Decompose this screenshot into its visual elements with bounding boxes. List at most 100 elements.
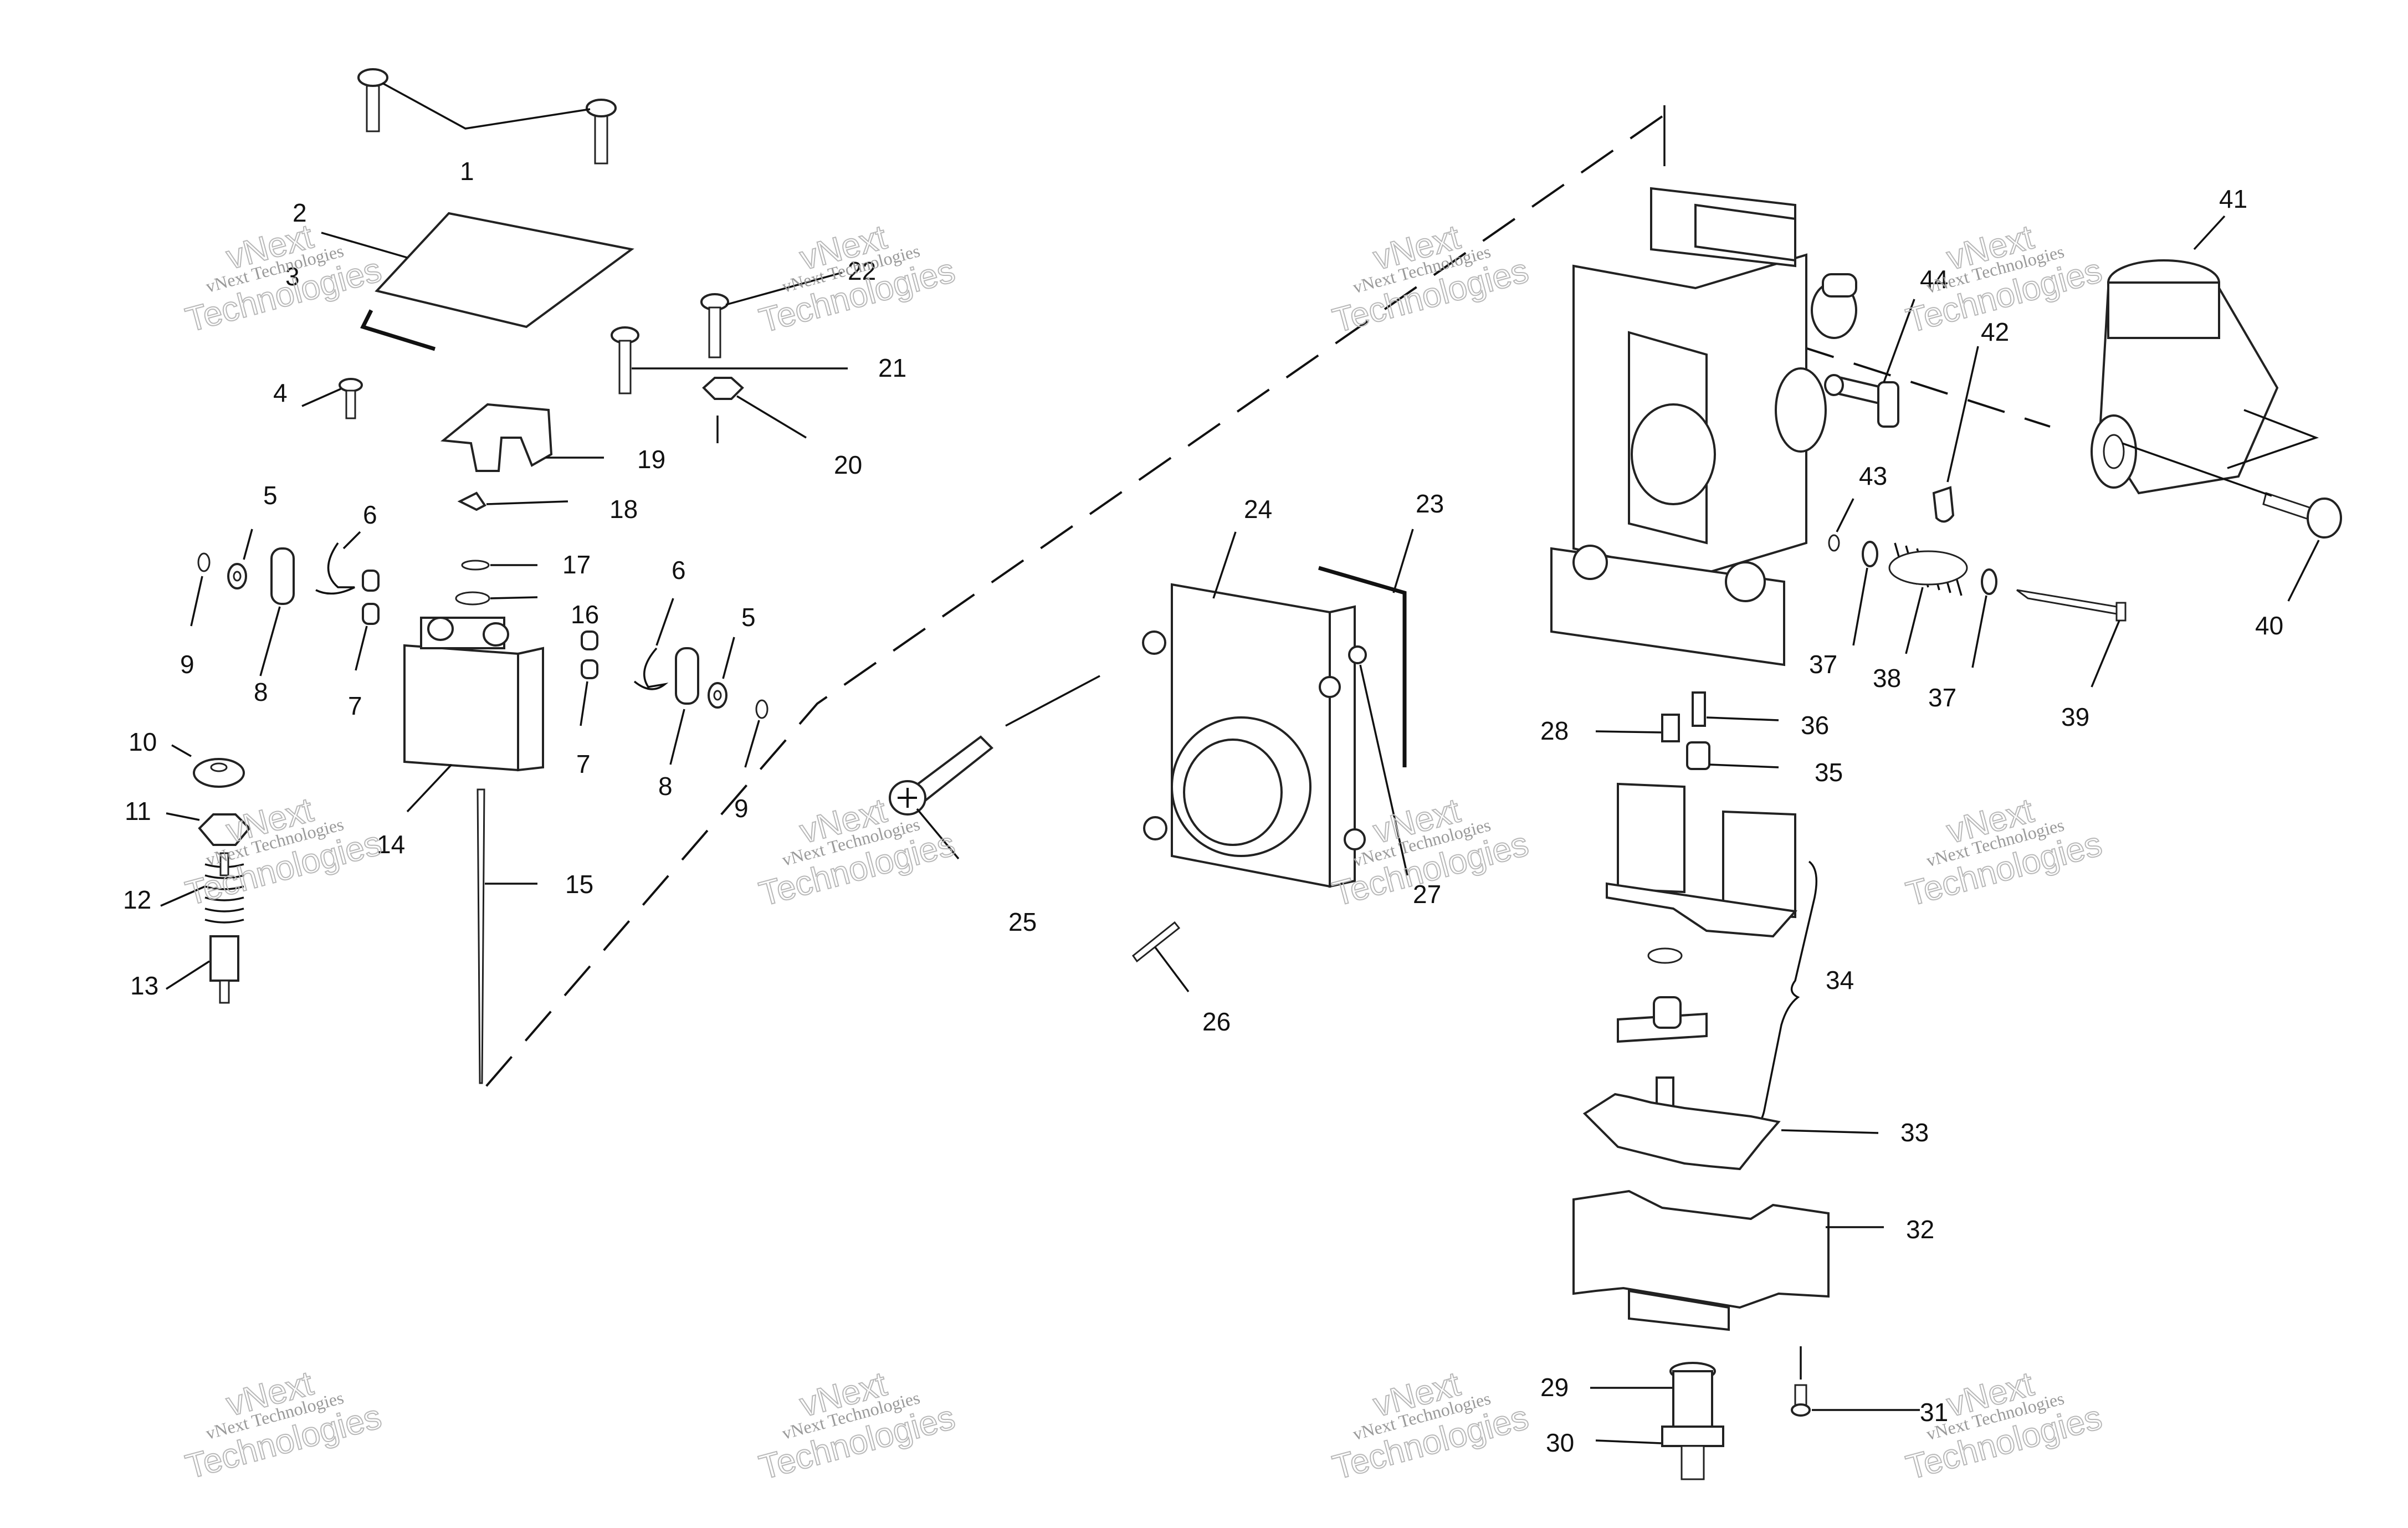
part-37-washer-right xyxy=(1971,568,1997,668)
callout-24: 24 xyxy=(1244,495,1272,524)
part-44-fitting xyxy=(1824,299,1915,428)
callout-1: 1 xyxy=(460,157,474,186)
part-8-link-left xyxy=(259,547,295,676)
part-3-gasket xyxy=(360,309,436,351)
part-20-nut xyxy=(702,377,807,443)
callout-6a: 6 xyxy=(363,500,377,529)
callout-10: 10 xyxy=(129,727,157,756)
callout-17: 17 xyxy=(562,550,591,579)
callout-30: 30 xyxy=(1546,1428,1574,1457)
part-22-screw xyxy=(700,271,843,358)
part-18-clip xyxy=(457,491,568,511)
callout-23: 23 xyxy=(1416,489,1444,518)
part-15-needle xyxy=(477,788,537,1084)
part-24-carb-body xyxy=(1142,531,1408,888)
callout-41: 41 xyxy=(2219,184,2247,213)
callout-31: 31 xyxy=(1920,1398,1948,1427)
part-16-disc xyxy=(455,591,538,606)
part-28-jet xyxy=(1595,714,1680,742)
part-25-screw xyxy=(889,675,1100,860)
callout-7a: 7 xyxy=(348,691,362,720)
callout-2: 2 xyxy=(293,198,307,227)
watermark-2: vNext vNext Technologies Technologies xyxy=(755,218,959,341)
callout-12: 12 xyxy=(123,885,151,914)
callout-7b: 7 xyxy=(576,750,591,778)
watermark-1: vNext vNext Technologies Technologies xyxy=(181,217,386,340)
callout-9b: 9 xyxy=(734,794,749,823)
carb-main-body xyxy=(1550,187,1857,666)
part-7-bushings-right xyxy=(580,630,598,726)
part-5-washer-left xyxy=(227,529,253,589)
callout-22: 22 xyxy=(848,257,876,285)
callout-4: 4 xyxy=(273,378,288,407)
callout-9a: 9 xyxy=(180,650,194,679)
watermark-9: vNext vNext Technologies Technologies xyxy=(181,1363,386,1486)
part-39-needle xyxy=(2016,589,2127,688)
callout-8a: 8 xyxy=(254,678,268,706)
callout-44: 44 xyxy=(1920,265,1948,294)
part-33-gasket xyxy=(1582,1093,1879,1171)
part-9-ring-right xyxy=(744,699,768,768)
callout-20: 20 xyxy=(834,450,862,479)
part-43-washer xyxy=(1828,498,1854,552)
callout-32: 32 xyxy=(1906,1215,1934,1244)
callout-16: 16 xyxy=(571,600,599,629)
part-26-pin xyxy=(1131,921,1190,993)
callout-39: 39 xyxy=(2061,703,2089,731)
part-35-jet xyxy=(1686,741,1779,770)
part-31-screw xyxy=(1791,1346,1920,1417)
callout-35: 35 xyxy=(1815,758,1843,787)
callout-42: 42 xyxy=(1981,317,2009,346)
watermark-8: vNext vNext Technologies Technologies xyxy=(1902,791,2106,914)
callout-29: 29 xyxy=(1540,1373,1569,1402)
callout-25: 25 xyxy=(1008,907,1037,936)
part-14-slide-valve xyxy=(403,617,544,813)
callout-36: 36 xyxy=(1801,711,1829,740)
callout-27: 27 xyxy=(1413,880,1441,909)
part-5-washer-right xyxy=(708,637,735,709)
part-42-cap xyxy=(1932,346,1979,523)
callout-28: 28 xyxy=(1540,716,1569,745)
callout-37b: 37 xyxy=(1928,683,1956,712)
part-8-link-right xyxy=(669,647,699,765)
callout-19: 19 xyxy=(637,445,665,474)
part-23-rod xyxy=(1318,529,1414,767)
callout-34: 34 xyxy=(1826,966,1854,994)
part-37-washer-left xyxy=(1852,541,1878,646)
callout-11: 11 xyxy=(125,797,151,825)
watermark-10: vNext vNext Technologies Technologies xyxy=(755,1365,959,1488)
part-34-float-assembly xyxy=(1606,782,1818,1131)
watermark-3: vNext vNext Technologies Technologies xyxy=(1328,218,1533,341)
part-12-spring xyxy=(160,852,244,924)
callout-33: 33 xyxy=(1900,1118,1929,1147)
part-2-plate xyxy=(321,212,634,329)
callout-43: 43 xyxy=(1859,462,1887,490)
callout-21: 21 xyxy=(878,353,906,382)
part-1-screws xyxy=(357,68,617,165)
callout-6b: 6 xyxy=(672,556,686,584)
part-29-30-drain xyxy=(1590,1362,1724,1480)
part-6-spring-clip-right xyxy=(633,598,674,690)
part-40-screw xyxy=(2122,442,2342,602)
part-13-plunger xyxy=(166,935,239,1004)
alignment-line-left xyxy=(478,115,1663,1095)
callout-13: 13 xyxy=(130,971,158,1000)
alignment-line-right xyxy=(1739,326,2051,428)
part-21-screw xyxy=(611,326,848,394)
part-38-spring xyxy=(1888,542,1968,654)
callout-15: 15 xyxy=(565,870,593,899)
part-17-oring xyxy=(461,560,537,571)
part-9-ring-left xyxy=(190,552,211,627)
callout-37a: 37 xyxy=(1809,650,1837,679)
callout-40: 40 xyxy=(2255,611,2283,640)
callout-labels: 1 2 3 4 5 6 7 8 9 10 11 12 13 14 15 16 1… xyxy=(123,157,2283,1457)
callout-14: 14 xyxy=(377,830,405,859)
part-11-nut xyxy=(166,812,251,846)
part-36-jet xyxy=(1692,691,1779,727)
part-19-bracket xyxy=(440,403,604,472)
callout-26: 26 xyxy=(1202,1007,1231,1036)
watermark-5: vNext vNext Technologies Technologies xyxy=(181,790,386,913)
part-10-cap xyxy=(171,744,245,788)
part-4-screw xyxy=(301,378,363,419)
